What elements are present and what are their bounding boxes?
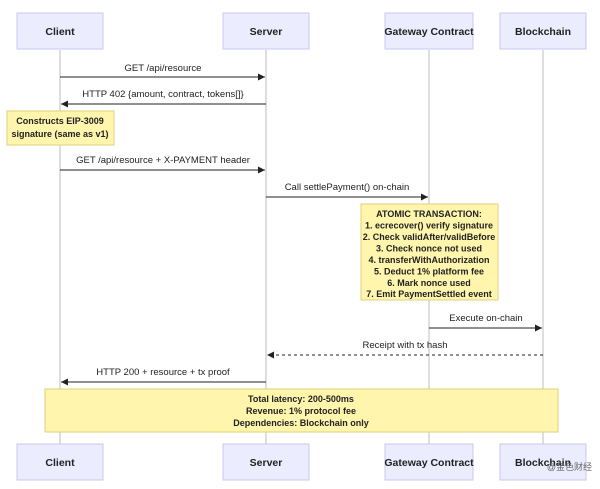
message-receipt-label: Receipt with tx hash [362,340,447,351]
participant-gateway-top: Gateway Contract [384,12,474,50]
svg-text:Constructs EIP-3009: Constructs EIP-3009 [16,116,104,126]
svg-text:Gateway Contract: Gateway Contract [384,26,474,38]
svg-text:ATOMIC TRANSACTION:: ATOMIC TRANSACTION: [376,209,482,219]
participant-client-top: Client [16,12,104,50]
participant-server-bottom: Server [222,443,310,481]
message-get-payment-label: GET /api/resource + X-PAYMENT header [76,155,250,166]
svg-text:Server: Server [250,26,283,38]
message-get-resource-label: GET /api/resource [125,63,202,74]
svg-text:signature (same as v1): signature (same as v1) [11,129,108,139]
svg-text:Client: Client [45,457,75,469]
svg-text:1. ecrecover() verify signatur: 1. ecrecover() verify signature [365,221,493,231]
svg-text:4. transferWithAuthorization: 4. transferWithAuthorization [369,255,490,265]
message-settle-label: Call settlePayment() on-chain [285,182,410,193]
participant-gateway-bottom: Gateway Contract [384,443,474,481]
svg-text:Server: Server [250,457,283,469]
svg-text:Gateway Contract: Gateway Contract [384,457,474,469]
svg-text:2. Check validAfter/validBefor: 2. Check validAfter/validBefore [363,232,496,242]
svg-text:Blockchain: Blockchain [515,457,571,469]
note-summary: Total latency: 200-500ms Revenue: 1% pro… [44,388,559,433]
participant-blockchain-top: Blockchain [499,12,587,50]
svg-text:Client: Client [45,26,75,38]
watermark: @金色财经 [547,461,592,472]
participant-client-bottom: Client [16,443,104,481]
svg-text:3. Check nonce not used: 3. Check nonce not used [376,244,482,254]
message-execute-label: Execute on-chain [449,313,522,324]
svg-text:Blockchain: Blockchain [515,26,571,38]
svg-text:5. Deduct 1% platform fee: 5. Deduct 1% platform fee [374,267,484,277]
svg-text:Total latency: 200-500ms: Total latency: 200-500ms [248,394,354,404]
svg-text:Revenue: 1% protocol fee: Revenue: 1% protocol fee [246,406,356,416]
svg-text:7. Emit PaymentSettled event: 7. Emit PaymentSettled event [366,289,492,299]
svg-text:6. Mark nonce used: 6. Mark nonce used [387,278,471,288]
message-402-label: HTTP 402 {amount, contract, tokens[]} [82,89,243,100]
svg-text:Dependencies: Blockchain only: Dependencies: Blockchain only [233,418,369,428]
participant-blockchain-bottom: Blockchain [499,443,587,481]
note-atomic-transaction: ATOMIC TRANSACTION: 1. ecrecover() verif… [360,203,499,301]
participant-server-top: Server [222,12,310,50]
note-client-signature: Constructs EIP-3009 signature (same as v… [6,110,115,146]
message-200-label: HTTP 200 + resource + tx proof [96,367,230,378]
